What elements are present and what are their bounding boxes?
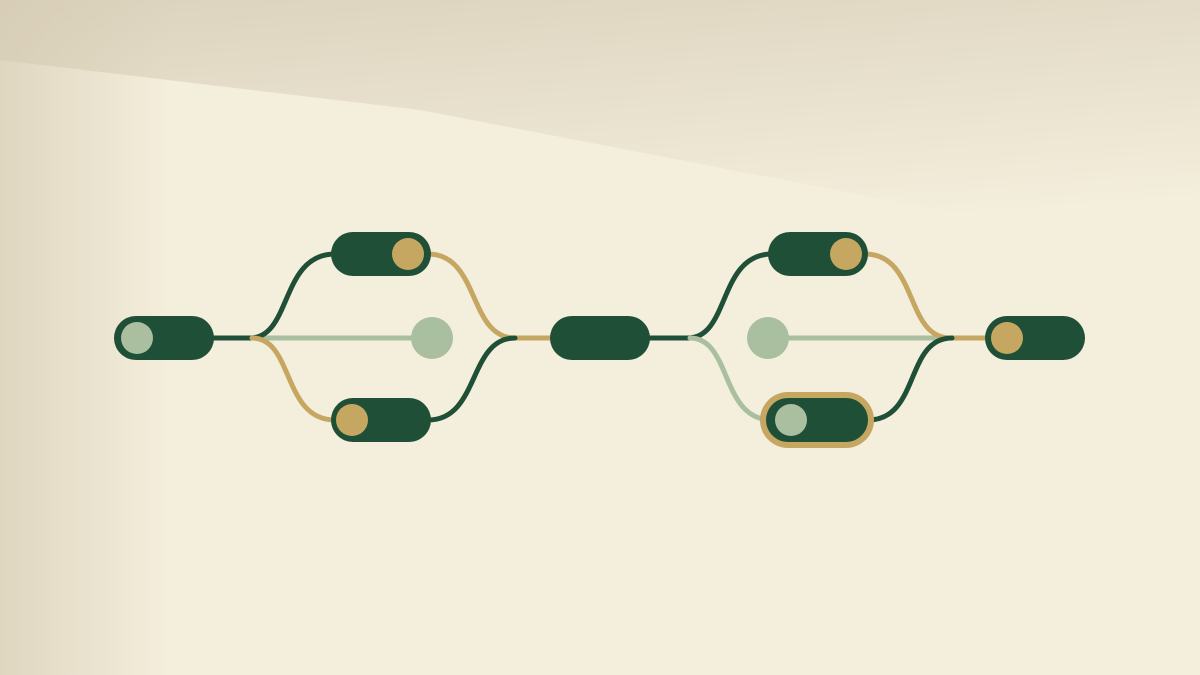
lower-left-toggle-knob bbox=[336, 404, 368, 436]
lower-right-toggle-knob bbox=[775, 404, 807, 436]
lower-right-toggle bbox=[760, 392, 874, 448]
connector-lower-center bbox=[425, 335, 518, 423]
upper-left-toggle bbox=[331, 232, 431, 276]
connector-center-lower bbox=[687, 335, 775, 423]
top-shadow bbox=[0, 0, 1200, 260]
left-center-dot bbox=[411, 317, 453, 359]
right-center-dot bbox=[747, 317, 789, 359]
upper-right-toggle-knob bbox=[830, 238, 862, 270]
center-pill bbox=[550, 316, 650, 360]
end-toggle-knob bbox=[991, 322, 1023, 354]
connector-lower-end bbox=[865, 335, 955, 423]
connector-center-upper bbox=[685, 251, 775, 341]
connector-start-lower bbox=[249, 335, 338, 423]
connector-group bbox=[207, 251, 993, 423]
upper-left-toggle-knob bbox=[392, 238, 424, 270]
end-toggle bbox=[985, 316, 1085, 360]
lower-left-toggle bbox=[331, 398, 431, 442]
start-toggle bbox=[114, 316, 214, 360]
upper-right-toggle bbox=[768, 232, 868, 276]
connector-start-upper bbox=[247, 251, 338, 341]
start-toggle-knob bbox=[121, 322, 153, 354]
